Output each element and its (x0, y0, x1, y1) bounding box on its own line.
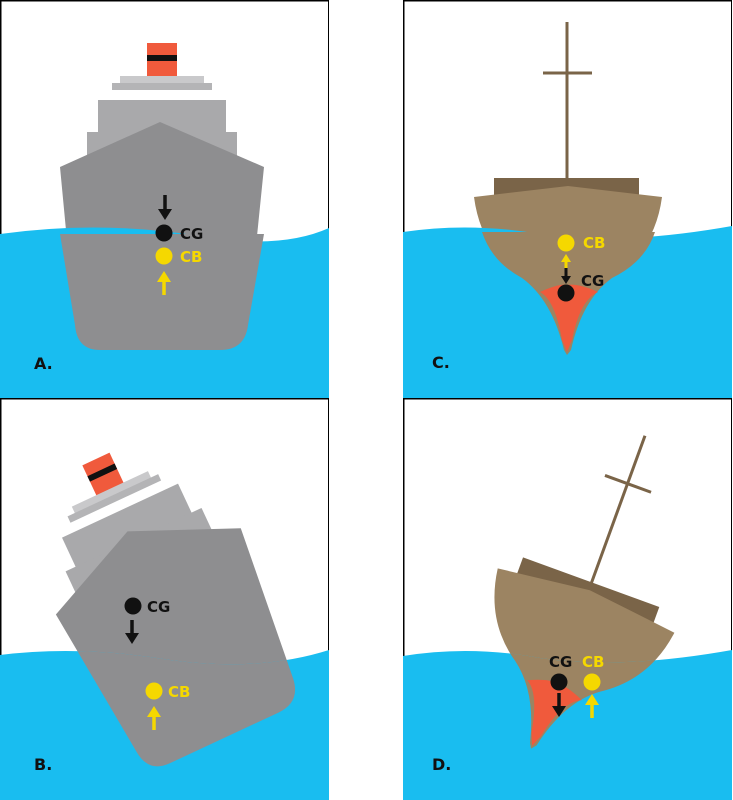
cg-label: CG (180, 225, 203, 243)
cb-label: CB (582, 653, 604, 671)
water (403, 650, 732, 800)
down-arrow-icon (125, 620, 139, 644)
cg-marker (557, 284, 575, 302)
panel-b: CG CB B. (0, 398, 329, 800)
cg-marker (124, 597, 142, 615)
down-arrow-icon (552, 693, 566, 717)
panel-b-label: B. (34, 755, 52, 774)
hull-underwater (60, 234, 264, 350)
cb-marker (583, 673, 601, 691)
down-arrow-icon (158, 195, 172, 220)
panel-d-label: D. (432, 755, 451, 774)
panel-d: CG CB D. (403, 398, 732, 800)
cg-marker (155, 224, 173, 242)
panel-c-label: C. (432, 353, 450, 372)
cb-label: CB (583, 234, 605, 252)
cb-marker (145, 682, 163, 700)
down-arrow-icon (561, 268, 571, 284)
cg-label: CG (581, 272, 604, 290)
panel-a-label: A. (34, 354, 53, 373)
up-arrow-icon (561, 254, 571, 268)
cg-label: CG (549, 653, 572, 671)
cb-label: CB (180, 248, 202, 266)
panel-a: CG CB A. (0, 0, 329, 398)
hull-underwater (55, 650, 296, 767)
cb-label: CB (168, 683, 190, 701)
up-arrow-icon (585, 694, 599, 718)
up-arrow-icon (157, 271, 171, 295)
keel-ballast (540, 284, 598, 352)
up-arrow-icon (147, 706, 161, 730)
cg-label: CG (147, 598, 170, 616)
cb-marker (557, 234, 575, 252)
cg-marker (550, 673, 568, 691)
cb-marker (155, 247, 173, 265)
panel-c: CB CG C. (403, 0, 732, 398)
